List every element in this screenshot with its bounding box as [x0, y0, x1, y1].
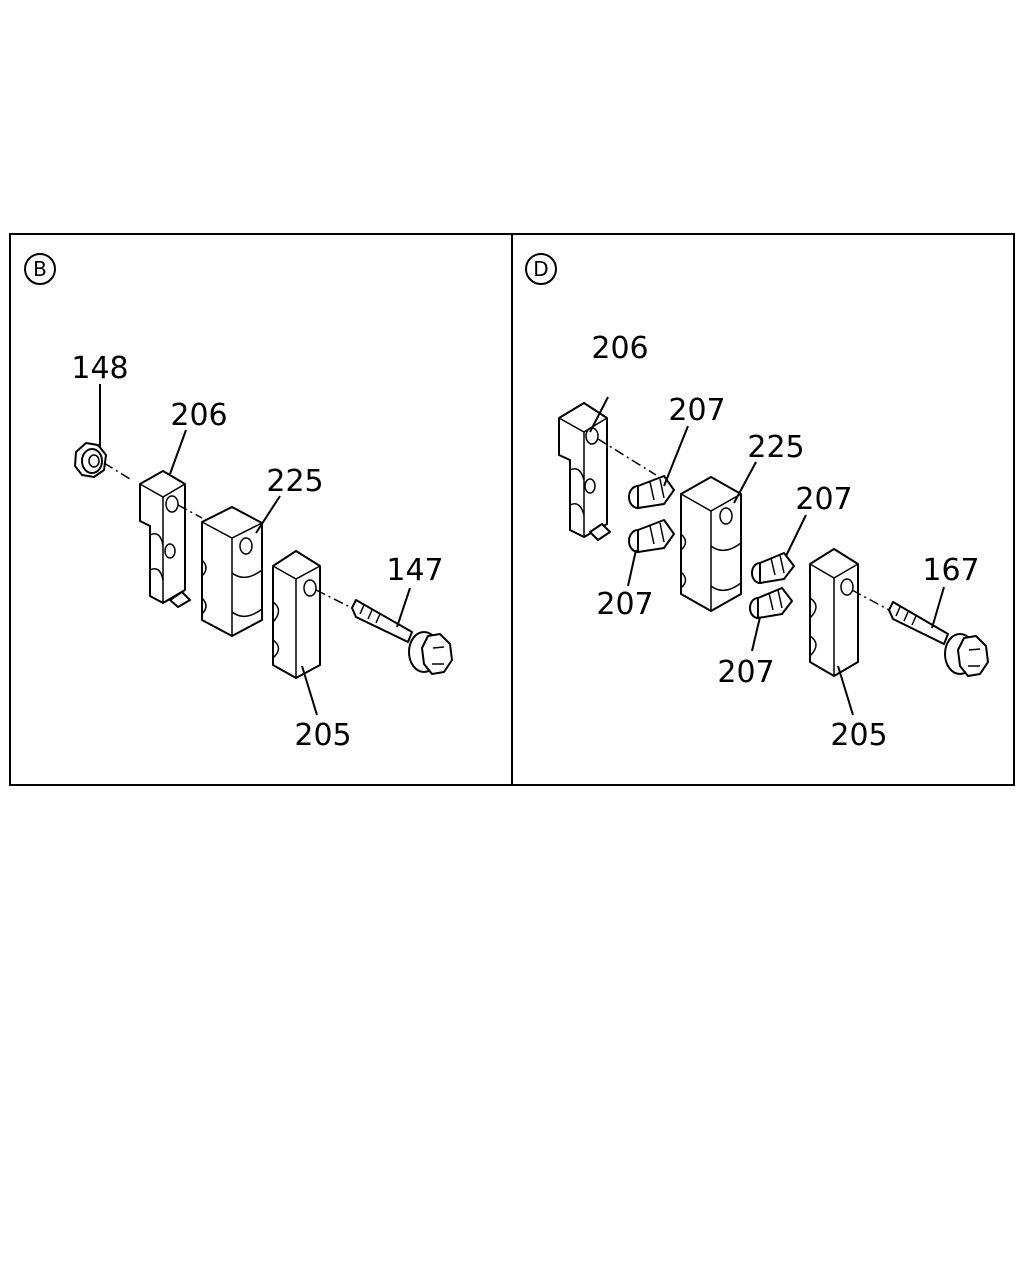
clip-207-right[interactable]: [751, 552, 795, 584]
upper-bracket-206-d[interactable]: [558, 402, 611, 541]
leader-167: [931, 586, 945, 629]
label-167: 167: [922, 553, 979, 588]
label-207-bottom: 207: [717, 655, 774, 690]
label-225-d: 225: [747, 430, 804, 465]
bolt-167[interactable]: [888, 601, 989, 677]
svg-text:D: D: [533, 257, 548, 281]
label-147: 147: [386, 553, 443, 588]
svg-text:B: B: [33, 257, 47, 281]
leader-207-bottom: [751, 616, 761, 652]
leader-225-d: [733, 461, 757, 504]
label-205-d: 205: [830, 718, 887, 753]
panel-b: B: [24, 253, 453, 753]
lower-bracket-205[interactable]: [272, 550, 321, 679]
panel-d-frame: [511, 233, 1015, 786]
label-205: 205: [294, 718, 351, 753]
label-207-right: 207: [795, 482, 852, 517]
clip-207-bottom[interactable]: [749, 587, 793, 619]
leader-225: [255, 495, 281, 534]
leader-205-d: [837, 665, 854, 716]
panel-b-frame: [9, 233, 513, 786]
label-225: 225: [266, 464, 323, 499]
label-207-top: 207: [668, 393, 725, 428]
insulator-225[interactable]: [201, 506, 263, 637]
panel-b-marker: B: [24, 253, 56, 285]
label-207-left: 207: [596, 587, 653, 622]
upper-bracket-206[interactable]: [139, 470, 191, 608]
leader-207-top: [663, 425, 689, 487]
leader-206: [169, 429, 187, 475]
insulator-225-d[interactable]: [680, 476, 742, 612]
leader-207-right: [785, 514, 807, 557]
lower-bracket-205-d[interactable]: [809, 548, 859, 677]
label-206-d: 206: [591, 331, 648, 366]
clip-207-left[interactable]: [628, 519, 675, 553]
label-206: 206: [170, 398, 227, 433]
leader-206-d: [589, 396, 609, 433]
nut-148[interactable]: [74, 442, 107, 478]
clip-207-top[interactable]: [628, 475, 675, 509]
label-148: 148: [71, 351, 128, 386]
leader-147: [396, 587, 411, 628]
panel-d: D: [525, 253, 989, 753]
leader-207-left: [627, 549, 637, 587]
leader-205: [301, 665, 318, 716]
bolt-147[interactable]: [351, 599, 453, 675]
panel-d-marker: D: [525, 253, 557, 285]
